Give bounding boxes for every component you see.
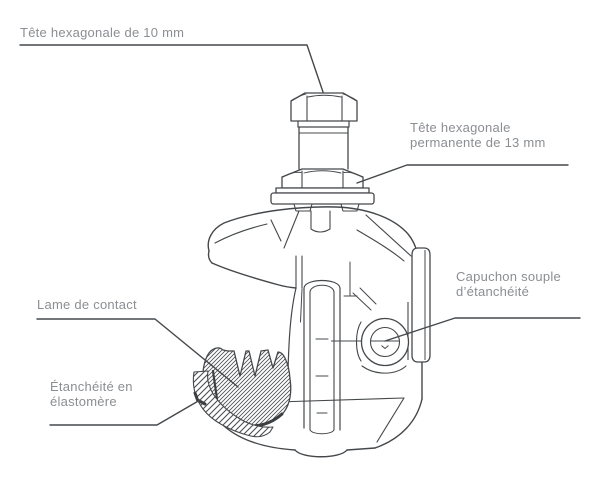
label-text: Tête hexagonale de 10 mm xyxy=(20,25,185,40)
leader-contact-blade xyxy=(36,318,239,388)
label-text-line1: Tête hexagonale xyxy=(410,120,511,135)
flange-washer xyxy=(270,187,375,212)
label-hex-head-10mm: Tête hexagonale de 10 mm xyxy=(20,25,184,40)
leader-hex-head-10mm xyxy=(19,44,324,93)
label-text: Lame de contact xyxy=(37,297,137,312)
leader-elastomer-seal xyxy=(49,399,201,426)
cap-mount-plate xyxy=(407,247,431,363)
label-text-line2: permanente de 13 mm xyxy=(410,135,546,150)
label-hex-nut-13mm: Tête hexagonale permanente de 13 mm xyxy=(410,120,546,150)
bolt-head-10mm xyxy=(290,92,358,122)
connector-body xyxy=(207,206,423,458)
bolt-collar xyxy=(297,120,350,128)
label-sealing-cap: Capuchon souple d’étanchéité xyxy=(456,269,561,299)
hex-nut-13mm xyxy=(281,168,364,189)
sealing-cap xyxy=(331,317,410,367)
guide-slot xyxy=(303,279,341,435)
leader-hex-nut-13mm xyxy=(356,164,569,184)
callout-leaders xyxy=(19,44,581,426)
label-elastomer-seal: Étanchéité en élastomère xyxy=(50,379,133,409)
label-text-line2: élastomère xyxy=(50,394,117,409)
bolt-shaft xyxy=(298,126,349,170)
label-text-line2: d’étanchéité xyxy=(456,284,530,299)
label-text-line1: Étanchéité en xyxy=(50,379,133,394)
elastomer-seal xyxy=(192,370,274,438)
label-text-line1: Capuchon souple xyxy=(456,269,561,284)
label-contact-blade: Lame de contact xyxy=(37,297,137,312)
leader-sealing-cap xyxy=(384,317,581,342)
